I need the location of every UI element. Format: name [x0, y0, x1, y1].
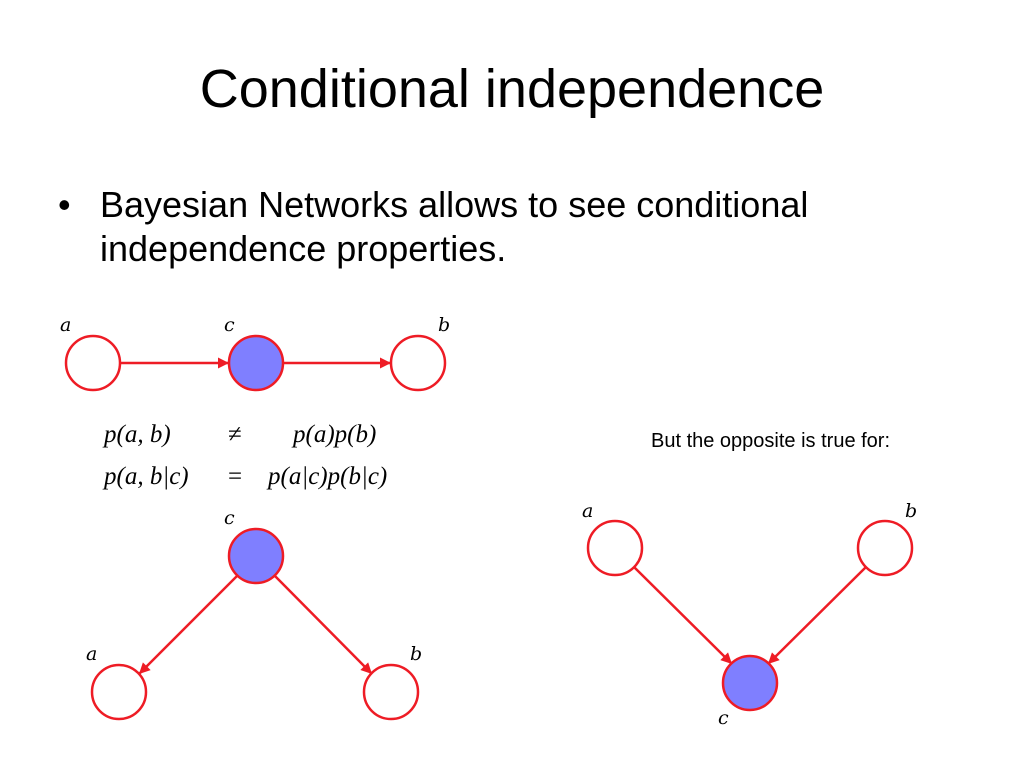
- equation-1-rhs: p(a)p(b): [293, 420, 376, 450]
- fork-label-b: b: [410, 643, 422, 665]
- collider-node-b: [856, 519, 914, 577]
- equation-2-lhs: p(a, b|c): [104, 462, 189, 492]
- equation-1-lhs: p(a, b): [104, 420, 171, 450]
- fork-node-b: [362, 663, 420, 721]
- bullet-text: Bayesian Networks allows to see conditio…: [100, 184, 809, 269]
- fork-edge-c-a: [138, 574, 239, 675]
- equation-2-rhs: p(a|c)p(b|c): [268, 462, 387, 492]
- equation-1-lhs-text: p(a, b): [104, 421, 171, 448]
- fork-node-c: [227, 527, 285, 585]
- equation-1-op: ≠: [228, 421, 242, 448]
- fork-label-a: a: [86, 643, 97, 665]
- collider-label-a: a: [582, 500, 593, 522]
- collider-edge-b-c: [767, 566, 867, 665]
- chain-node-a: [64, 334, 122, 392]
- chain-label-b: b: [438, 314, 450, 336]
- collider-node-a: [586, 519, 644, 577]
- fork-edge-c-b: [273, 574, 373, 675]
- collider-edge-a-c: [633, 566, 733, 665]
- chain-label-c: c: [224, 314, 235, 336]
- bullet-marker: •: [58, 184, 71, 225]
- chain-label-a: a: [60, 314, 71, 336]
- collider-label-b: b: [905, 500, 917, 522]
- collider-label-c: c: [718, 707, 729, 729]
- equation-2-op: =: [228, 463, 243, 490]
- equation-1-rhs-text: p(a)p(b): [293, 421, 377, 448]
- fork-node-a: [90, 663, 148, 721]
- chain-node-c: [227, 334, 285, 392]
- slide-title: Conditional independence: [199, 59, 825, 119]
- collider-diagram: a b c: [582, 500, 917, 729]
- fork-diagram: c a b: [86, 507, 422, 721]
- collider-node-c: [721, 654, 779, 712]
- fork-label-c: c: [224, 507, 235, 529]
- equation-2-rhs-text: p(a|c)p(b|c): [268, 463, 388, 490]
- opposite-note: But the opposite is true for:: [651, 430, 891, 452]
- chain-diagram: a c b: [60, 314, 450, 392]
- equation-2-lhs-text: p(a, b|c): [104, 463, 189, 490]
- chain-node-b: [389, 334, 447, 392]
